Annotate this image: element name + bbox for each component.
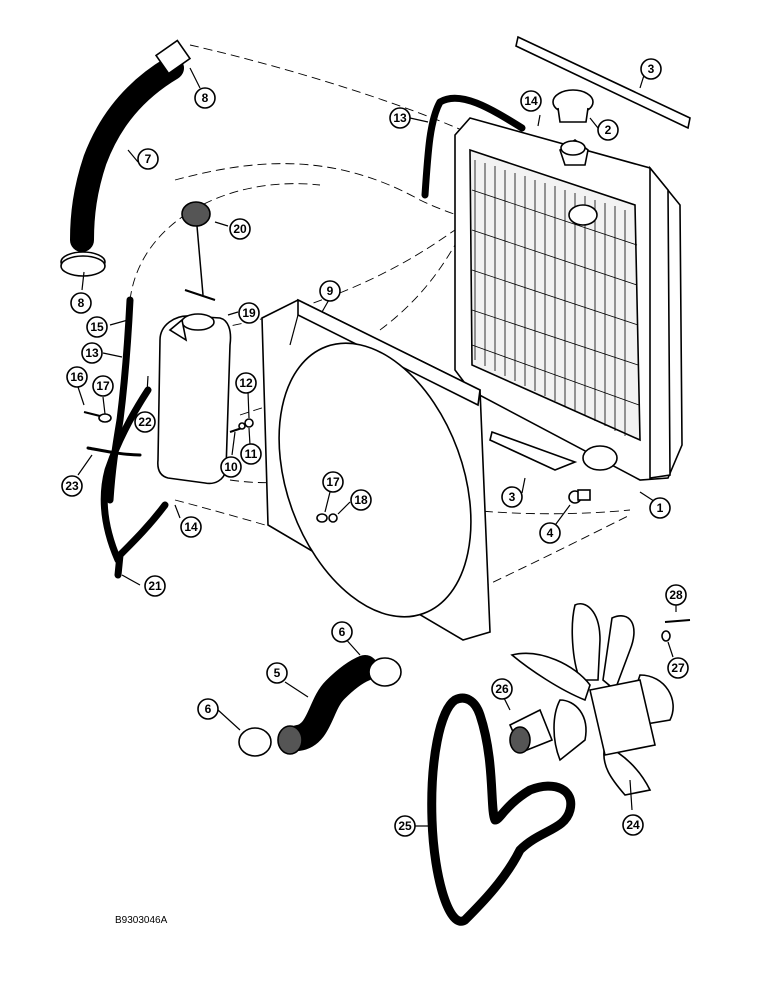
callout-21: 21 xyxy=(144,575,166,597)
callout-17: 17 xyxy=(92,375,114,397)
svg-text:2: 2 xyxy=(605,123,612,137)
callout-25: 25 xyxy=(394,815,416,837)
svg-text:22: 22 xyxy=(138,415,152,429)
svg-text:21: 21 xyxy=(148,579,162,593)
callout-7: 7 xyxy=(137,148,159,170)
svg-text:8: 8 xyxy=(202,91,209,105)
callout-9: 9 xyxy=(319,280,341,302)
fan-shroud xyxy=(261,298,491,641)
svg-text:16: 16 xyxy=(70,370,84,384)
callout-3: 3 xyxy=(640,58,662,80)
svg-text:7: 7 xyxy=(145,152,152,166)
callout-15: 15 xyxy=(86,316,108,338)
hose-clamp-lower xyxy=(238,657,402,757)
fan-belt xyxy=(427,693,576,926)
callout-17b: 17 xyxy=(322,471,344,493)
svg-text:20: 20 xyxy=(233,222,247,236)
callout-28: 28 xyxy=(665,584,687,606)
callout-19: 19 xyxy=(238,302,260,324)
callout-24: 24 xyxy=(622,814,644,836)
svg-text:15: 15 xyxy=(90,320,104,334)
radiator-core-fins xyxy=(471,160,640,436)
coolant-reservoir xyxy=(157,313,232,485)
svg-text:23: 23 xyxy=(65,479,79,493)
lower-hose xyxy=(277,655,378,755)
svg-text:9: 9 xyxy=(327,284,334,298)
callout-10: 10 xyxy=(220,456,242,478)
callout-2: 2 xyxy=(597,119,619,141)
reservoir-cap xyxy=(181,201,216,301)
callout-12: 12 xyxy=(235,372,257,394)
callouts: 1 2 3 3 4 5 6 6 7 8 8 9 10 11 12 13 13 1… xyxy=(61,58,689,837)
svg-text:3: 3 xyxy=(648,62,655,76)
fasteners xyxy=(83,411,691,642)
svg-text:28: 28 xyxy=(669,588,683,602)
callout-4: 4 xyxy=(539,522,561,544)
svg-text:17: 17 xyxy=(96,379,110,393)
drain-valve xyxy=(568,489,591,504)
svg-text:11: 11 xyxy=(245,447,258,461)
svg-text:5: 5 xyxy=(274,666,281,680)
svg-text:3: 3 xyxy=(509,490,516,504)
svg-text:12: 12 xyxy=(239,376,253,390)
svg-text:8: 8 xyxy=(78,296,85,310)
svg-text:25: 25 xyxy=(398,819,412,833)
callout-27: 27 xyxy=(667,657,689,679)
callout-26: 26 xyxy=(491,678,513,700)
svg-text:26: 26 xyxy=(495,682,509,696)
callout-6: 6 xyxy=(331,621,353,643)
callout-8b: 8 xyxy=(70,292,92,314)
callout-20: 20 xyxy=(229,218,251,240)
hose-clamp-upper xyxy=(60,251,106,277)
overflow-tube-upper xyxy=(421,94,526,199)
callout-13: 13 xyxy=(389,107,411,129)
callout-16: 16 xyxy=(66,366,88,388)
callout-22: 22 xyxy=(134,411,156,433)
radiator xyxy=(454,117,683,481)
callout-14b: 14 xyxy=(180,516,202,538)
mounting-strap-top xyxy=(515,35,691,130)
svg-text:24: 24 xyxy=(626,818,640,832)
radiator-cap xyxy=(552,89,594,123)
mounting-strap-bottom xyxy=(489,430,578,471)
drawing-code: B9303046A xyxy=(115,915,168,926)
svg-text:14: 14 xyxy=(184,520,198,534)
callout-6b: 6 xyxy=(197,698,219,720)
svg-text:13: 13 xyxy=(85,346,99,360)
callout-11: 11 xyxy=(240,443,262,465)
svg-text:1: 1 xyxy=(657,501,664,515)
callout-13b: 13 xyxy=(81,342,103,364)
svg-text:27: 27 xyxy=(671,661,685,675)
svg-text:6: 6 xyxy=(205,702,212,716)
callout-8: 8 xyxy=(194,87,216,109)
callout-3b: 3 xyxy=(501,486,523,508)
callout-1: 1 xyxy=(649,497,671,519)
reservoir-hoses xyxy=(86,296,169,579)
svg-text:18: 18 xyxy=(354,493,368,507)
callout-23: 23 xyxy=(61,475,83,497)
cooling-fan xyxy=(510,603,674,796)
svg-text:13: 13 xyxy=(393,111,407,125)
callout-14: 14 xyxy=(520,90,542,112)
svg-text:17: 17 xyxy=(326,475,340,489)
svg-text:19: 19 xyxy=(242,306,256,320)
svg-text:6: 6 xyxy=(339,625,346,639)
upper-hose xyxy=(70,39,192,252)
svg-text:4: 4 xyxy=(547,526,554,540)
fan-spacer xyxy=(508,708,554,754)
callout-18: 18 xyxy=(350,489,372,511)
callout-5: 5 xyxy=(266,662,288,684)
svg-text:14: 14 xyxy=(524,94,538,108)
svg-text:10: 10 xyxy=(224,460,238,474)
